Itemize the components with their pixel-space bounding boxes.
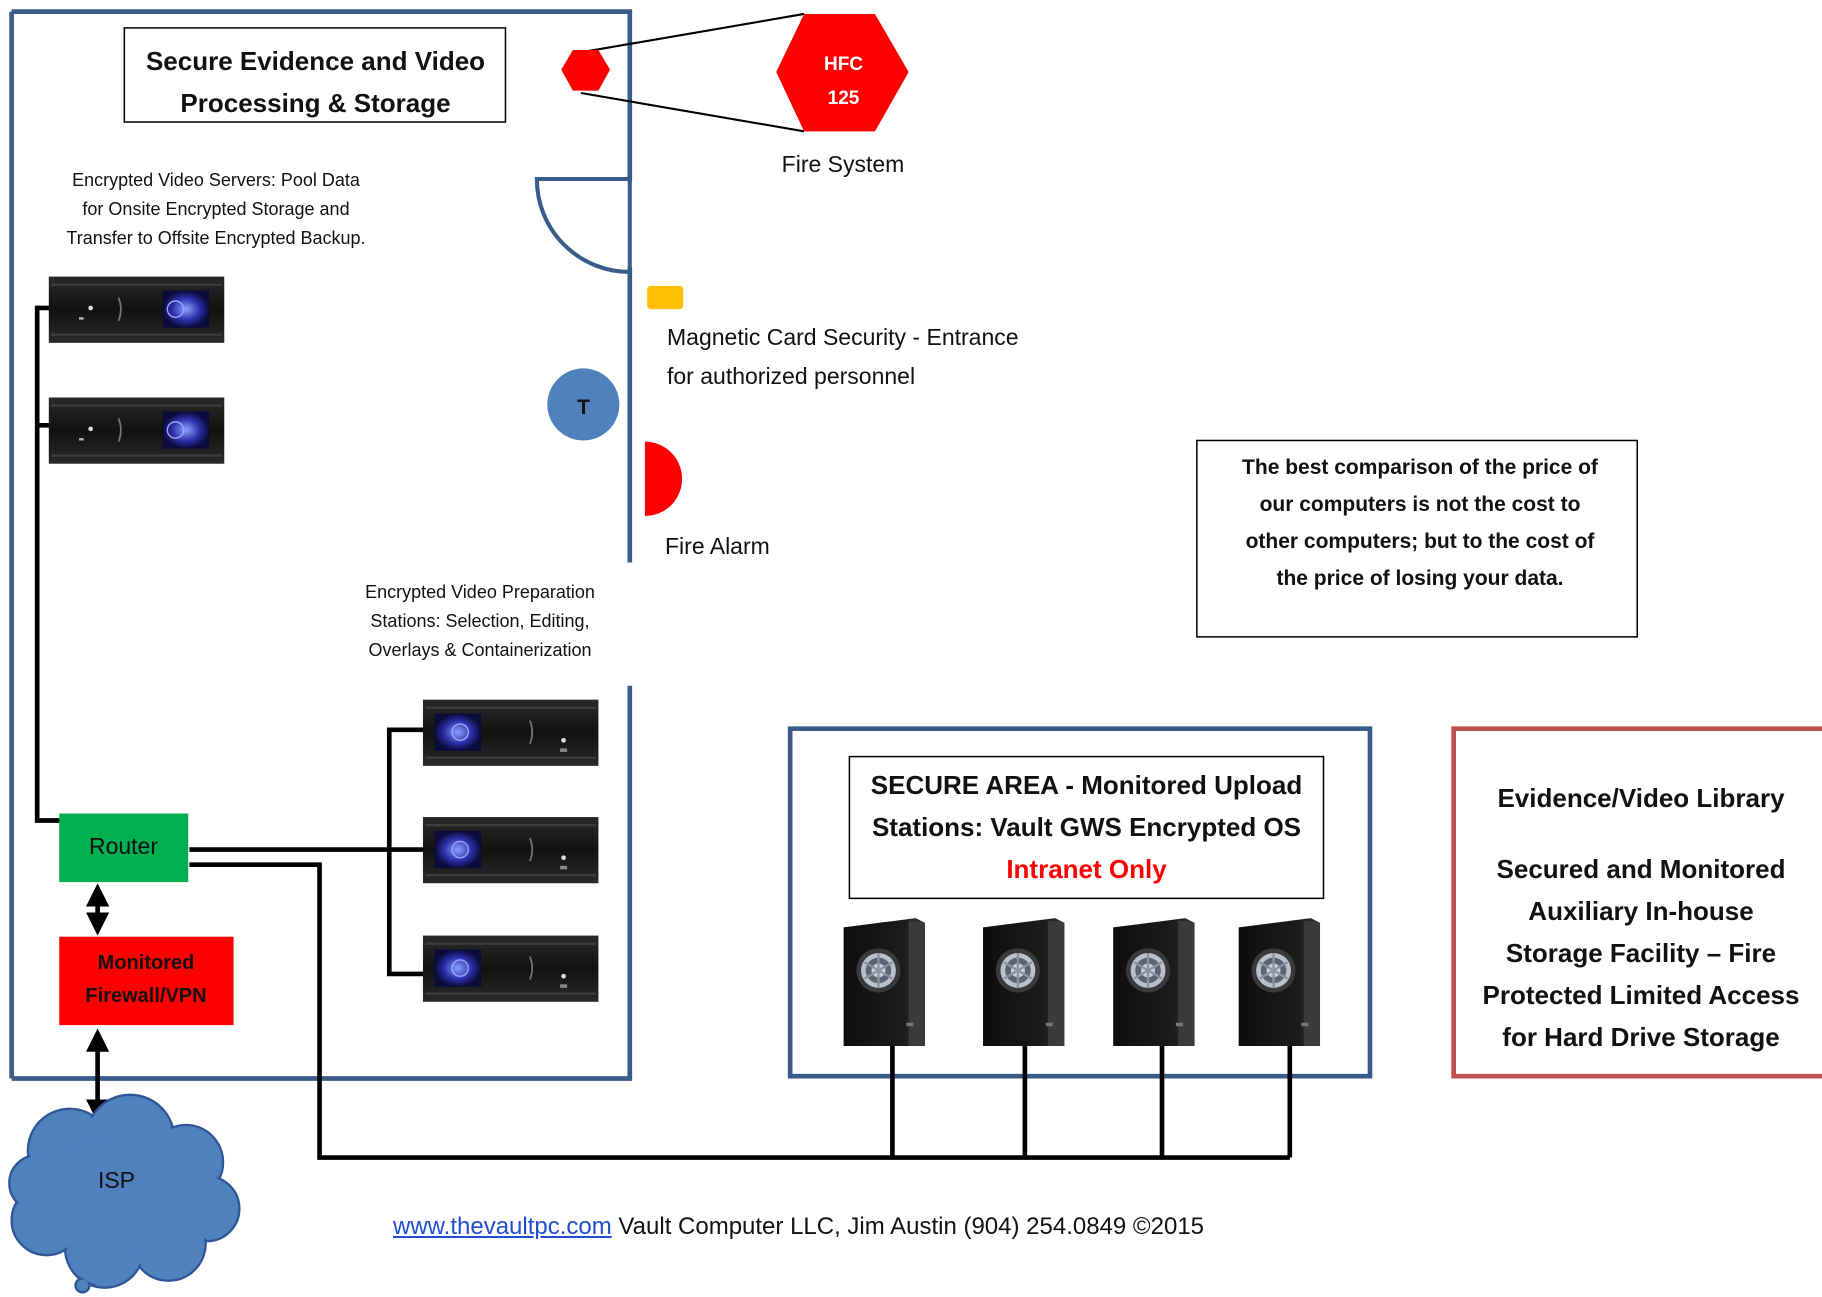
servers-caption: Encrypted Video Servers: Pool Data for O…	[30, 166, 402, 253]
title-line-2: Processing & Storage	[180, 88, 451, 118]
library-line-4: Protected Limited Access	[1482, 980, 1800, 1010]
quote-line-1: The best comparison of the price of	[1242, 456, 1598, 479]
network-cabling	[34, 305, 1293, 1160]
secure-area-frame	[787, 726, 1373, 1079]
prep-caption-line-2: Stations: Selection, Editing,	[370, 611, 590, 631]
prep-stations-caption: Encrypted Video Preparation Stations: Se…	[345, 578, 615, 665]
secure-area-line-1: SECURE AREA - Monitored Upload	[870, 770, 1303, 800]
diagram-title: Secure Evidence and Video Processing & S…	[125, 40, 506, 124]
router-label: Router	[88, 833, 159, 859]
upload-workstation-2	[981, 916, 1066, 1048]
footer-credit: www.thevaultpc.com Vault Computer LLC, J…	[393, 1213, 1393, 1241]
router-box	[59, 813, 189, 883]
quote-line-3: other computers; but to the cost of	[1245, 530, 1595, 553]
library-line-2: Auxiliary In-house	[1528, 896, 1754, 926]
library-line-1: Secured and Monitored	[1496, 854, 1786, 884]
quote-text: The best comparison of the price of our …	[1206, 449, 1634, 597]
firewall-line-2: Firewall/VPN	[85, 985, 207, 1007]
fire-system-connector	[580, 12, 805, 54]
prep-caption-line-3: Overlays & Containerization	[368, 640, 592, 660]
prep-station-3	[422, 934, 600, 1003]
title-line-1: Secure Evidence and Video	[145, 46, 486, 76]
servers-caption-line-3: Transfer to Offsite Encrypted Backup.	[66, 228, 366, 248]
encrypted-server-2	[47, 396, 226, 465]
card-security-caption: Magnetic Card Security - Entrance for au…	[667, 318, 1087, 396]
secure-area-label: SECURE AREA - Monitored Upload Stations:…	[853, 764, 1320, 890]
prep-station-1	[422, 698, 600, 767]
fire-system-hexagon	[776, 13, 909, 132]
thermostat-icon	[547, 368, 620, 441]
library-line-5: for Hard Drive Storage	[1502, 1022, 1780, 1052]
servers-caption-line-1: Encrypted Video Servers: Pool Data	[72, 170, 360, 190]
library-line-3: Storage Facility – Fire	[1505, 938, 1777, 968]
upload-workstation-4	[1237, 916, 1322, 1048]
footer-website-link[interactable]: www.thevaultpc.com	[393, 1213, 612, 1240]
prep-caption-line-1: Encrypted Video Preparation	[365, 582, 595, 602]
quote-line-4: the price of losing your data.	[1276, 567, 1564, 590]
card-security-line-2: for authorized personnel	[667, 363, 916, 389]
fire-alarm-label: Fire Alarm	[665, 533, 770, 559]
isp-label: ISP	[97, 1167, 136, 1193]
fire-system-label-line-1: HFC	[823, 54, 864, 75]
card-security-line-1: Magnetic Card Security - Entrance	[667, 324, 1019, 350]
card-reader-icon	[647, 285, 684, 310]
door-swing	[534, 176, 632, 274]
quote-line-2: our computers is not the cost to	[1259, 493, 1581, 516]
prep-station-2	[422, 816, 600, 885]
footer-credit-text: Vault Computer LLC, Jim Austin (904) 254…	[611, 1213, 1205, 1240]
firewall-label: Monitored Firewall/VPN	[59, 947, 233, 1013]
upload-workstation-1	[842, 916, 927, 1048]
servers-caption-line-2: for Onsite Encrypted Storage and	[82, 199, 350, 219]
quote-box	[1196, 439, 1638, 638]
secure-area-line-3: Intranet Only	[1006, 854, 1167, 884]
fire-system-connector	[580, 91, 805, 133]
library-title: Evidence/Video Library	[1497, 783, 1785, 813]
encrypted-server-1	[47, 275, 226, 344]
library-description: Secured and Monitored Auxiliary In-house…	[1463, 848, 1819, 1058]
fire-alarm-icon	[644, 441, 683, 517]
firewall-box	[59, 936, 234, 1026]
thermostat-label: T	[577, 396, 590, 419]
title-box	[123, 27, 507, 123]
library-frame	[1451, 726, 1822, 1079]
secure-area-label-box	[848, 755, 1325, 900]
fire-system-label: HFC 125	[777, 48, 910, 116]
fire-system-small-hexagon	[561, 49, 611, 91]
firewall-line-1: Monitored	[97, 952, 195, 974]
fire-system-caption: Fire System	[781, 151, 905, 177]
fire-system-label-line-2: 125	[827, 88, 860, 109]
isp-cloud-fill	[11, 1097, 238, 1286]
upload-workstation-3	[1112, 916, 1196, 1048]
secure-area-line-2: Stations: Vault GWS Encrypted OS	[871, 812, 1302, 842]
